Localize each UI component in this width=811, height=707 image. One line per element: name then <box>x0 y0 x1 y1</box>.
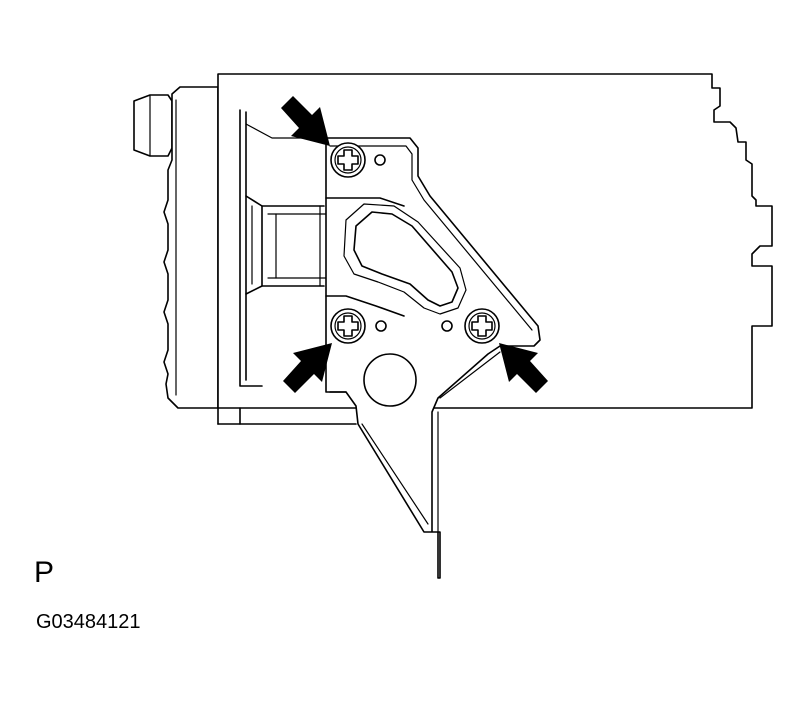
arrow-lower-right-bolt-icon <box>499 343 548 393</box>
small-hole-lower <box>375 320 387 332</box>
bracket-cutout <box>343 203 467 315</box>
small-hole-upper <box>374 154 386 166</box>
arrow-upper-bolt-icon <box>281 96 330 146</box>
view-label: P <box>34 556 55 589</box>
lower-right-screw <box>464 308 500 344</box>
side-knob <box>133 94 173 157</box>
small-hole-middle <box>441 320 453 332</box>
arrow-lower-left-bolt-icon <box>283 343 332 393</box>
lower-left-screw <box>330 308 366 344</box>
figure-code: G03484121 <box>36 611 141 633</box>
upper-screw <box>330 142 366 178</box>
unit-side-panel <box>163 86 219 409</box>
housing-recess <box>239 109 327 387</box>
bracket-round-hole <box>363 353 417 407</box>
